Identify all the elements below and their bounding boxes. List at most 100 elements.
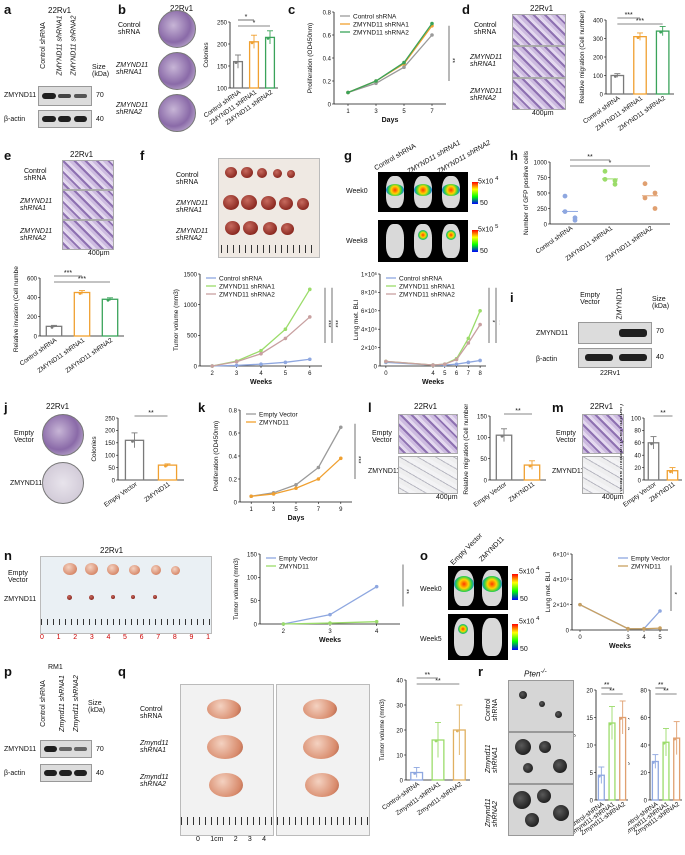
f-ytick-label-3: 1500 [184,272,198,278]
d-bar-1 [633,35,647,95]
g-point-1-4 [466,336,471,341]
c-point-2-2 [402,60,406,65]
panel-n-ruler-5: 5 [123,634,127,641]
r1-sig-0: ** [604,682,610,689]
d-ytick-label-1: 100 [593,74,604,80]
r1-ytick-label-3: 15 [586,716,593,722]
c-xtick-label-2: 5 [402,109,406,115]
colony-dish-2 [158,52,196,90]
blot-p-lane-3: Zmynd11 shRNA2 [72,675,80,732]
n-ylabel: Tumor volume (mm3) [233,558,240,620]
bli-image-g-week0 [378,172,468,212]
o-xtick-label-3: 5 [658,635,662,641]
j-point-0 [131,439,134,443]
q-ytick-label-4: 40 [396,678,403,684]
h-point-1-3 [612,181,618,187]
panel-o-scale-2: 5x10 4 [519,616,539,625]
blot-p-size-1: 70 [96,746,104,753]
panel-j-row-2: ZMYND11 [10,480,43,487]
q-point-0 [413,772,417,775]
l-ytick-label-0: 0 [484,478,488,484]
invasion-image-m-2 [582,456,624,494]
d-bar-2 [655,30,670,95]
panel-n-row-1: Empty Vector [8,570,28,584]
c-ytick-label-1: 0.2 [323,79,332,85]
blot-a-lane-2: ZMYND11 shRNA1 [56,15,64,76]
j-ytick-label-0: 0 [112,478,116,484]
d-ytick-label-0: 0 [600,92,604,98]
d-sig-0: *** [625,12,633,19]
migration-image-l-2 [398,456,458,494]
c-sig-0: ** [449,58,456,64]
r1-ytick-label-1: 5 [590,771,594,777]
b-point-2 [266,37,270,40]
g-point-0-4 [466,360,471,365]
n-point-0-1 [328,612,332,617]
panel-n-ruler-3: 3 [89,634,94,641]
blot-i-lane-1: Empty Vector [580,292,600,306]
r2-point-0 [651,761,655,764]
panel-g-scale-1-exp: 4 [495,176,499,182]
blot-p-cell: RM1 [48,664,63,671]
q-point-2 [455,729,459,733]
f-xtick-label-3: 5 [284,371,288,377]
g-xlabel: Weeks [422,379,444,386]
q-sig-0: ** [425,672,431,679]
panel-label-e: e [4,148,12,163]
m-ytick-label-0: 0 [638,478,642,484]
f-ytick-label-2: 1000 [184,303,198,309]
h-point-2-3 [652,206,658,211]
c-ytick-label-0: 0 [328,102,332,108]
bli-image-o-week0 [448,566,508,610]
c-point-0-2 [402,65,406,69]
panel-g-col-3: ZMYND11 shRNA2 [436,139,492,176]
panel-n-ruler-4: 4 [106,634,111,641]
panel-l-row-1: Empty Vector [372,430,392,444]
c-point-2-1 [374,79,378,83]
o-xtick-label-2: 4 [642,635,646,641]
panel-n-ruler-9: 9 [189,634,194,641]
e-sig-1: *** [78,276,86,283]
blot-p-lane-2: Zmynd11 shRNA1 [58,675,66,732]
migration-image-d-3 [512,78,566,110]
r2-ytick-label-4: 80 [640,688,647,694]
panel-e-row-2: ZMYND11 shRNA1 [20,198,53,212]
c-xtick-label-3: 7 [430,109,434,115]
e-ytick-label-2: 400 [27,296,38,302]
r1-ytick-label-4: 20 [586,688,593,694]
n-ytick-label-2: 100 [247,576,258,582]
f-xlabel: Weeks [250,379,272,386]
g-ytick-label-4: 8×10⁵ [361,290,378,297]
panel-label-c: c [288,2,296,17]
blot-i-row-2: β-actin [536,356,558,363]
colony-dish-j-2 [42,462,84,504]
g-ytick-label-1: 2×10⁵ [361,345,378,352]
panel-g-scale-1: 5x10 4 [478,176,498,185]
panel-label-h: h [510,148,518,163]
r1-ytick-label-0: 0 [590,798,594,804]
f-point-0-4 [308,357,312,362]
k-sig-0: *** [355,456,362,464]
bli-scale-o-1 [512,574,518,600]
panel-d-row-1: Control shRNA [474,22,497,36]
panel-q-ruler-4: 4 [262,836,266,843]
bli-scale-g-2 [472,230,478,252]
blot-a-cell: 22Rv1 [48,6,72,15]
migration-image-d-2 [512,46,566,78]
blot-i-size-2: 40 [656,354,664,361]
j-ytick-label-3: 150 [105,441,116,447]
k-legend-label-1: ZMYND11 [259,419,289,426]
r2-point-1 [662,741,666,745]
h-ytick-label-2: 500 [537,191,548,197]
j-bar-1 [157,464,178,481]
q-point-1 [434,739,438,743]
d-bar-0 [610,74,625,95]
c-series-line-0 [347,34,433,94]
l-sig-0: ** [515,408,521,415]
migration-image-l-1 [398,414,458,454]
b-ytick-label-0: 100 [217,86,228,92]
